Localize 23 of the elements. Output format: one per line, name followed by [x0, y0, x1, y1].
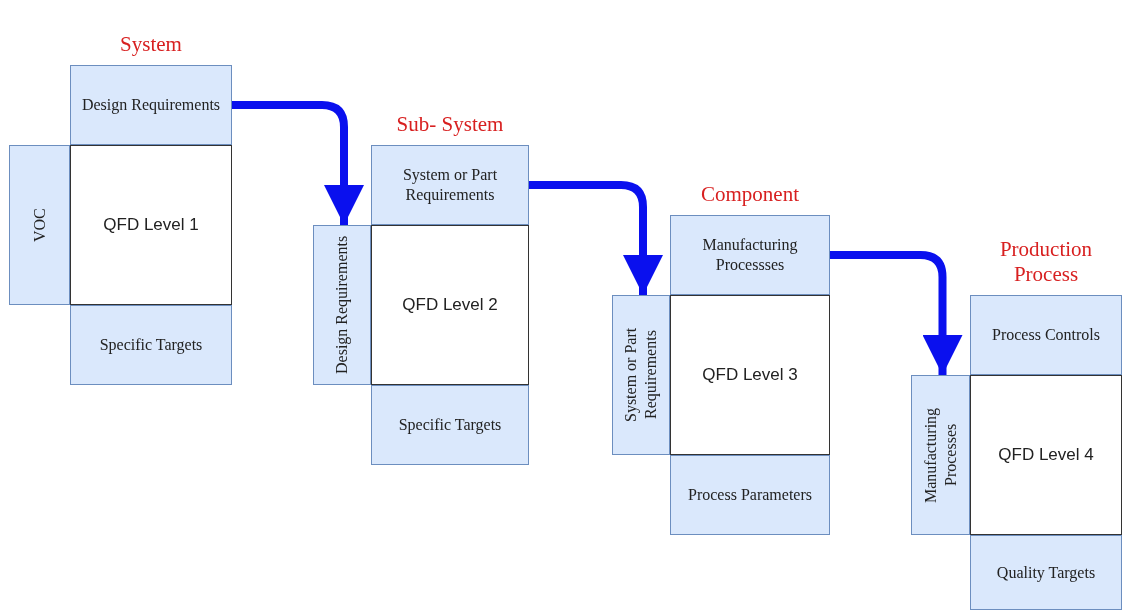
target-box: Quality Targets: [970, 535, 1122, 610]
target-box: Specific Targets: [371, 385, 529, 465]
column-header-box: System or Part Requirements: [371, 145, 529, 225]
target-box: Process Parameters: [670, 455, 830, 535]
row-header-box: VOC: [9, 145, 70, 305]
level-heading: Component: [700, 182, 800, 208]
level-heading: System: [119, 32, 183, 58]
qfd-matrix-box: QFD Level 2: [371, 225, 529, 385]
row-header-box: Manufacturing Processes: [911, 375, 970, 535]
column-header-box: Design Requirements: [70, 65, 232, 145]
target-box: Specific Targets: [70, 305, 232, 385]
level-heading: Production Process: [998, 237, 1094, 288]
column-header-box: Manufacturing Processses: [670, 215, 830, 295]
column-header-box: Process Controls: [970, 295, 1122, 375]
arrow: [529, 181, 663, 295]
qfd-matrix-box: QFD Level 3: [670, 295, 830, 455]
row-header-box: System or Part Requirements: [612, 295, 670, 455]
arrow: [830, 251, 963, 375]
row-header-box: Design Requirements: [313, 225, 371, 385]
level-heading: Sub- System: [395, 112, 505, 138]
qfd-matrix-box: QFD Level 1: [70, 145, 232, 305]
arrow: [232, 101, 364, 225]
qfd-matrix-box: QFD Level 4: [970, 375, 1122, 535]
